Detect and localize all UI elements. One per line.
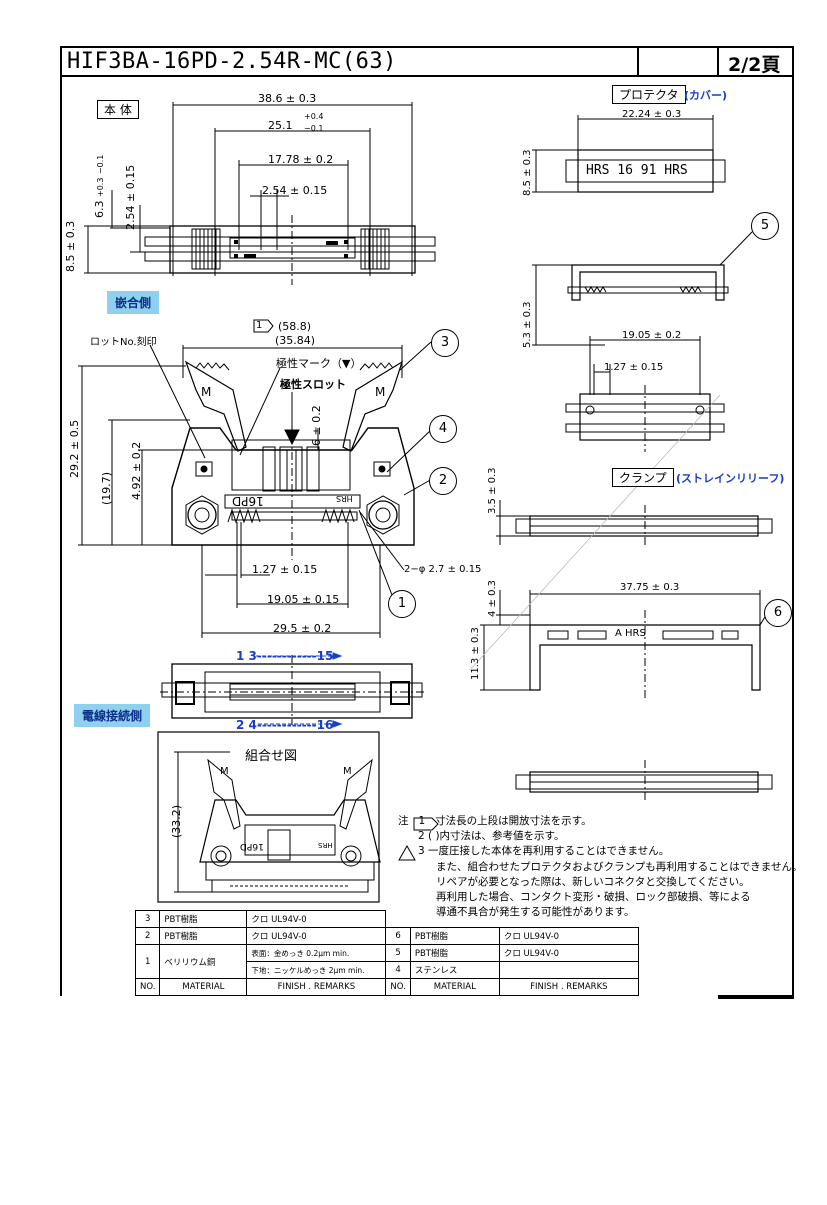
protector-views: [532, 115, 753, 452]
frame-border-bottom: [718, 995, 794, 999]
frame-border-right: [792, 76, 794, 996]
clamp-height-2: 4 ± 0.3: [487, 579, 498, 617]
dim-closed-width: (35.84): [275, 334, 316, 347]
watermark: [469, 394, 721, 671]
protector-label: プロテクタ: [612, 85, 686, 104]
assembly-mark-16pd: 16PD: [240, 841, 264, 851]
dim-height-1: 8.5 ± 0.3: [64, 220, 77, 272]
table-row: 1 ベリリウム銅 表面：金めっき 0.2μm min. 5 PBT樹脂 クロ U…: [134, 944, 639, 979]
callout-1: 1: [388, 590, 416, 618]
dim-height-6: 4.92 ± 0.2: [130, 441, 143, 500]
assembly-lever-mark-right: M: [343, 766, 352, 777]
clamp-views: [480, 500, 773, 802]
dim-pitch: 2.54 ± 0.15: [262, 184, 328, 197]
callout-3: 3: [431, 329, 459, 357]
page-number: 2/2頁: [728, 54, 781, 76]
dim-open-width: (58.8): [278, 320, 312, 333]
dim-height-2: 2.54 ± 0.15: [124, 164, 137, 230]
note-3-line-3: リペアが必要となった際は、新しいコネクタと交換してください。: [436, 875, 750, 888]
title-divider: [717, 48, 719, 77]
dim-width-3: 17.78 ± 0.2: [268, 153, 334, 166]
dim-pitch-2: 19.05 ± 0.15: [267, 593, 340, 606]
pin-numbers-bottom: 2 4------------16: [236, 718, 334, 732]
protector-pitch: 1.27 ± 0.15: [604, 362, 664, 373]
dim-height-4: 29.2 ± 0.5: [68, 419, 81, 478]
clamp-label: クランプ: [612, 468, 674, 487]
protector-height-2: 5.3 ± 0.3: [522, 301, 533, 348]
table-row: 2 PBT樹脂 クロ UL94V-0 6 PBT樹脂 クロ UL94V-0: [134, 927, 639, 945]
protector-width-2: 19.05 ± 0.2: [622, 330, 682, 341]
table-row: 3 PBT樹脂 クロ UL94V-0: [134, 910, 639, 928]
callout-4: 4: [429, 415, 457, 443]
notes-block: 注 1 寸法長の上段は開放寸法を示す。 2 ( )内寸法は、参考値を示す。 3 …: [398, 814, 802, 920]
note-1: 注 1 寸法長の上段は開放寸法を示す。: [398, 815, 592, 827]
frame-border-left: [60, 76, 62, 996]
dim-overall-width: 38.6 ± 0.3: [258, 92, 317, 105]
table-header-row: NO. MATERIAL FINISH . REMARKS NO. MATERI…: [134, 978, 639, 996]
note-2: 2 ( )内寸法は、参考値を示す。: [418, 830, 565, 843]
body-mark-16pd: 16PD: [232, 494, 264, 508]
clamp-height-1: 3.5 ± 0.3: [487, 467, 498, 514]
note-3: 3 一度圧接した本体を再利用することはできません。: [418, 845, 670, 858]
title-block: HIF3BA-16PD-2.54R-MC(63) 2/2頁: [60, 46, 794, 77]
dim-height-7: 6 ± 0.2: [310, 405, 323, 446]
materials-table: 3 PBT樹脂 クロ UL94V-0 2 PBT樹脂 クロ UL94V-0 6 …: [134, 910, 639, 996]
polarity-slot-label: 極性スロット: [280, 378, 346, 391]
connector-top-view: [84, 102, 436, 285]
dim-hole: 2−φ 2.7 ± 0.15: [404, 564, 482, 575]
body-mark-hrs: HRS: [336, 494, 353, 503]
note-3-line-5: 導通不具合が発生する可能性があります。: [436, 906, 635, 919]
dim-height-3: 6.3 +0.3 −0.1: [93, 154, 106, 218]
note-markers: [253, 319, 439, 861]
main-body-label: 本 体: [97, 100, 139, 119]
connector-wire-side-view: [160, 652, 425, 728]
note-3-line-2: また、組合わせたプロテクタおよびクランプも再利用することはできません。: [436, 860, 803, 873]
wire-side-banner: 電線接続側: [74, 704, 151, 727]
callout-5: 5: [751, 212, 779, 240]
title-divider: [637, 48, 639, 77]
dim-width-2: 25.1 +0.4 −0.1: [268, 112, 324, 133]
drawing-title: HIF3BA-16PD-2.54R-MC(63): [67, 49, 397, 74]
protector-note: (カバー): [684, 89, 728, 102]
lot-number-label: ロットNo.刻印: [90, 337, 157, 348]
protector-marks: HRS 16 91 HRS: [586, 163, 688, 178]
note-3-line-4: 再利用した場合、コンタクト変形・破損、ロック部破損、等による: [436, 891, 751, 904]
clamp-width: 37.75 ± 0.3: [620, 582, 680, 593]
assembly-height: (33.2): [170, 804, 183, 838]
dim-height-5: (19.7): [100, 471, 113, 505]
pin-numbers-top: 1 3------------15: [236, 649, 334, 663]
clamp-height-3: 11.3 ± 0.3: [470, 627, 481, 680]
clamp-note: (ストレインリリーフ): [676, 472, 785, 485]
connector-front-view: [78, 341, 433, 638]
note-1-ref: 1: [256, 320, 263, 331]
clamp-marks: A HRS: [615, 628, 646, 639]
lever-mark-right: M: [375, 385, 386, 399]
dim-bottom-width: 29.5 ± 0.2: [273, 622, 332, 635]
lever-mark-left: M: [201, 385, 212, 399]
assembly-view: [157, 731, 381, 903]
callout-2: 2: [429, 467, 457, 495]
assembly-title: 組合せ図: [245, 749, 298, 764]
dim-pitch-1: 1.27 ± 0.15: [252, 563, 318, 576]
polarity-mark-label: 極性マーク（▼）: [276, 357, 362, 370]
mating-side-banner: 嵌合側: [107, 291, 160, 314]
assembly-mark-hrs: HRS: [318, 841, 333, 849]
protector-height: 8.5 ± 0.3: [522, 149, 533, 196]
callout-6: 6: [764, 599, 792, 627]
assembly-lever-mark-left: M: [220, 766, 229, 777]
protector-width: 22.24 ± 0.3: [622, 109, 682, 120]
